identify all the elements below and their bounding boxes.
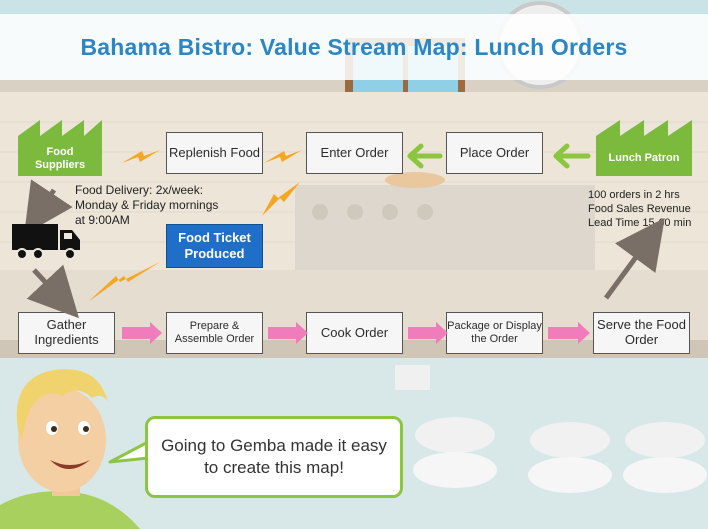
process-package-display: Package or Display the Order — [446, 312, 543, 354]
delivery-note-line: Monday & Friday mornings — [75, 198, 219, 212]
process-prepare-assemble: Prepare & Assemble Order — [166, 312, 263, 354]
process-gather-ingredients: Gather Ingredients — [18, 312, 115, 354]
factory-lunch-patron-label: Lunch Patron — [608, 152, 680, 164]
process-serve-food-order: Serve the Food Order — [593, 312, 690, 354]
factory-icon — [596, 120, 692, 176]
patron-metric-line: Food Sales Revenue — [588, 202, 691, 215]
process-place-order: Place Order — [446, 132, 543, 174]
delivery-note: Food Delivery: 2x/week: Monday & Friday … — [75, 183, 218, 228]
delivery-note-line: Food Delivery: 2x/week: — [75, 183, 204, 197]
page-title: Bahama Bistro: Value Stream Map: Lunch O… — [0, 14, 708, 80]
patron-metric-line: 100 orders in 2 hrs — [588, 189, 680, 201]
speech-bubble: Going to Gemba made it easy to create th… — [145, 416, 403, 498]
process-enter-order: Enter Order — [306, 132, 403, 174]
process-replenish-food: Replenish Food — [166, 132, 263, 174]
factory-food-suppliers-label: Food Suppliers — [34, 146, 86, 172]
factory-icon — [18, 120, 102, 176]
food-ticket-produced: Food Ticket Produced — [166, 224, 263, 268]
delivery-note-line: at 9:00AM — [75, 213, 130, 227]
process-cook-order: Cook Order — [306, 312, 403, 354]
patron-metrics-note: 100 orders in 2 hrs Food Sales Revenue L… — [588, 189, 691, 230]
patron-metric-line: Lead Time 15-60 min — [588, 216, 692, 229]
